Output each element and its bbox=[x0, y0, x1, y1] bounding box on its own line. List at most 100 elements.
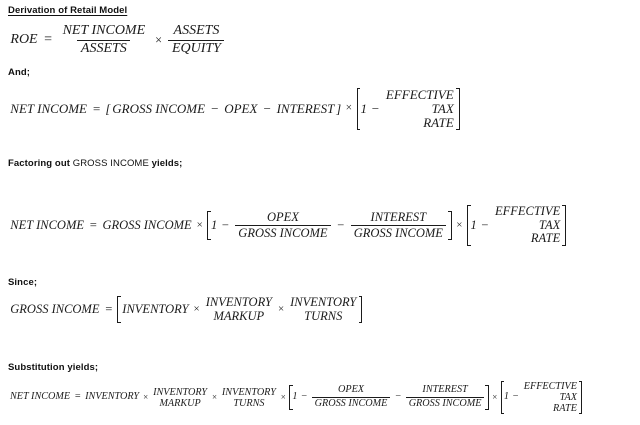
eq3-equals: = bbox=[89, 217, 98, 232]
eq2-one: 1 bbox=[360, 101, 367, 117]
eq2-times: × bbox=[345, 102, 353, 115]
eq3-tax-line-1: EFFECTIVE bbox=[494, 204, 561, 218]
eq5-fraction-interest-gross-income: INTEREST GROSS INCOME bbox=[406, 385, 484, 409]
eq5-markup-line-1: INVENTORY bbox=[153, 386, 208, 398]
eq3-opex-denominator: GROSS INCOME bbox=[235, 224, 331, 240]
eq1-frac1-numerator: NET INCOME bbox=[62, 23, 146, 38]
eq2-interest: INTEREST bbox=[276, 101, 335, 117]
eq2-minus-2: − bbox=[262, 101, 272, 117]
eq3-times-1: × bbox=[196, 218, 203, 231]
eq4-inventory-markup-stack: INVENTORY MARKUP bbox=[206, 295, 272, 323]
eq5-minus-3: − bbox=[512, 391, 519, 403]
eq5-fraction-opex-gross-income: OPEX GROSS INCOME bbox=[312, 385, 390, 409]
label-substitution: Substitution yields; bbox=[8, 362, 99, 373]
eq3-factor-bracket: 1 − OPEX GROSS INCOME − INTEREST GROSS I… bbox=[207, 209, 452, 240]
eq3-tax-line-2: TAX bbox=[538, 217, 561, 232]
eq2-minus-3: − bbox=[370, 101, 380, 117]
eq2-minus-1: − bbox=[210, 101, 219, 117]
eq3-minus-1: − bbox=[220, 217, 230, 232]
eq3-lhs: NET INCOME bbox=[10, 217, 84, 232]
eq5-times-1: × bbox=[143, 391, 149, 402]
eq3-one-2: 1 bbox=[470, 217, 477, 232]
eq1-fraction-assets-equity: ASSETS EQUITY bbox=[168, 23, 225, 57]
eq4-lhs: GROSS INCOME bbox=[10, 302, 100, 316]
eq3-times-2: × bbox=[456, 218, 463, 231]
eq5-tax-line-3: RATE bbox=[552, 403, 577, 415]
equation-net-income-expanded: NET INCOME = [ GROSS INCOME − OPEX − INT… bbox=[9, 87, 461, 131]
page-title: Derivation of Retail Model bbox=[8, 5, 128, 16]
eq5-opex-denominator: GROSS INCOME bbox=[312, 397, 390, 410]
eq3-fraction-opex-gross-income: OPEX GROSS INCOME bbox=[235, 209, 331, 240]
eq5-factor-bracket: 1 − OPEX GROSS INCOME − INTEREST GROSS I… bbox=[289, 385, 489, 410]
eq5-inventory-markup-stack: INVENTORY MARKUP bbox=[153, 387, 207, 409]
label-and: And; bbox=[8, 67, 31, 78]
eq1-equals: = bbox=[43, 31, 53, 47]
eq5-times-3: × bbox=[280, 391, 286, 402]
eq5-tax-line-2: TAX bbox=[559, 392, 577, 404]
eq4-times-2: × bbox=[277, 302, 285, 315]
eq5-tax-line-1: EFFECTIVE bbox=[523, 381, 577, 392]
eq5-one-2: 1 bbox=[503, 391, 509, 403]
eq3-opex-numerator: OPEX bbox=[266, 209, 299, 224]
eq2-effective-tax-rate-stack: EFFECTIVE TAX RATE bbox=[385, 87, 454, 131]
eq4-inventory-bracket: INVENTORY × INVENTORY MARKUP × INVENTORY… bbox=[117, 295, 363, 323]
eq1-frac2-numerator: ASSETS bbox=[173, 23, 220, 38]
eq5-equals: = bbox=[74, 391, 82, 403]
eq5-one: 1 bbox=[292, 391, 298, 403]
eq3-interest-denominator: GROSS INCOME bbox=[350, 224, 447, 240]
eq1-times: × bbox=[155, 32, 163, 47]
eq2-open-bracket: [ bbox=[105, 101, 111, 117]
eq5-inventory: INVENTORY bbox=[85, 391, 140, 403]
eq1-lhs: ROE bbox=[10, 31, 38, 47]
eq4-times-1: × bbox=[193, 302, 200, 315]
eq2-lhs: NET INCOME bbox=[10, 101, 87, 117]
eq3-fraction-interest-gross-income: INTEREST GROSS INCOME bbox=[350, 209, 447, 240]
eq3-effective-tax-rate-stack: EFFECTIVE TAX RATE bbox=[494, 204, 561, 246]
eq5-turns-line-2: TURNS bbox=[233, 397, 265, 409]
eq4-inventory: INVENTORY bbox=[122, 302, 189, 316]
eq2-tax-line-3: RATE bbox=[423, 115, 454, 131]
eq3-one: 1 bbox=[210, 217, 218, 232]
eq2-tax-line-2: TAX bbox=[431, 101, 454, 117]
equation-net-income-factored: NET INCOME = GROSS INCOME × 1 − OPEX GRO… bbox=[9, 204, 567, 246]
eq3-tax-bracket: 1 − EFFECTIVE TAX RATE bbox=[466, 204, 567, 246]
eq4-equals: = bbox=[104, 302, 113, 316]
equation-retail-model-full: NET INCOME = INVENTORY × INVENTORY MARKU… bbox=[9, 381, 582, 415]
eq5-inventory-turns-stack: INVENTORY TURNS bbox=[222, 387, 276, 409]
eq5-minus-2: − bbox=[394, 391, 402, 403]
eq3-interest-numerator: INTEREST bbox=[370, 209, 427, 224]
eq2-tax-bracket: 1 − EFFECTIVE TAX RATE bbox=[356, 87, 461, 131]
eq1-fraction-net-income-assets: NET INCOME ASSETS bbox=[59, 23, 149, 57]
eq5-turns-line-1: INVENTORY bbox=[221, 386, 276, 398]
eq4-turns-line-2: TURNS bbox=[304, 308, 343, 323]
label-factoring-bold-prefix: Factoring out bbox=[8, 158, 73, 169]
eq5-interest-denominator: GROSS INCOME bbox=[406, 397, 484, 410]
eq5-markup-line-2: MARKUP bbox=[159, 397, 201, 409]
eq3-tax-line-3: RATE bbox=[530, 231, 561, 245]
eq3-gross-income: GROSS INCOME bbox=[102, 217, 192, 232]
eq4-turns-line-1: INVENTORY bbox=[290, 295, 357, 309]
eq4-markup-line-2: MARKUP bbox=[213, 308, 265, 323]
equation-gross-income: GROSS INCOME = INVENTORY × INVENTORY MAR… bbox=[9, 295, 363, 323]
equation-roe: ROE = NET INCOME ASSETS × ASSETS EQUITY bbox=[9, 23, 227, 57]
eq1-frac2-denominator: EQUITY bbox=[168, 39, 225, 57]
eq2-close-bracket: ] bbox=[336, 101, 342, 117]
eq5-minus-1: − bbox=[300, 391, 308, 403]
eq5-times-4: × bbox=[492, 391, 498, 402]
eq1-frac1-denominator: ASSETS bbox=[77, 39, 131, 57]
eq4-inventory-turns-stack: INVENTORY TURNS bbox=[290, 295, 357, 323]
eq2-gross-income: GROSS INCOME bbox=[112, 101, 206, 117]
eq3-minus-2: − bbox=[336, 217, 345, 232]
eq2-equals: = bbox=[92, 101, 101, 117]
eq2-opex: OPEX bbox=[224, 101, 258, 117]
eq2-tax-line-1: EFFECTIVE bbox=[385, 87, 454, 102]
eq5-tax-bracket: 1 − EFFECTIVE TAX RATE bbox=[500, 381, 582, 415]
label-factoring-regular-middle: GROSS INCOME bbox=[72, 158, 149, 169]
label-since: Since; bbox=[8, 277, 38, 288]
eq5-interest-numerator: INTEREST bbox=[422, 384, 468, 396]
eq5-times-2: × bbox=[211, 391, 218, 402]
label-factoring-bold-suffix: yields; bbox=[148, 158, 183, 169]
eq3-minus-3: − bbox=[480, 217, 489, 232]
eq5-opex-numerator: OPEX bbox=[338, 384, 365, 396]
